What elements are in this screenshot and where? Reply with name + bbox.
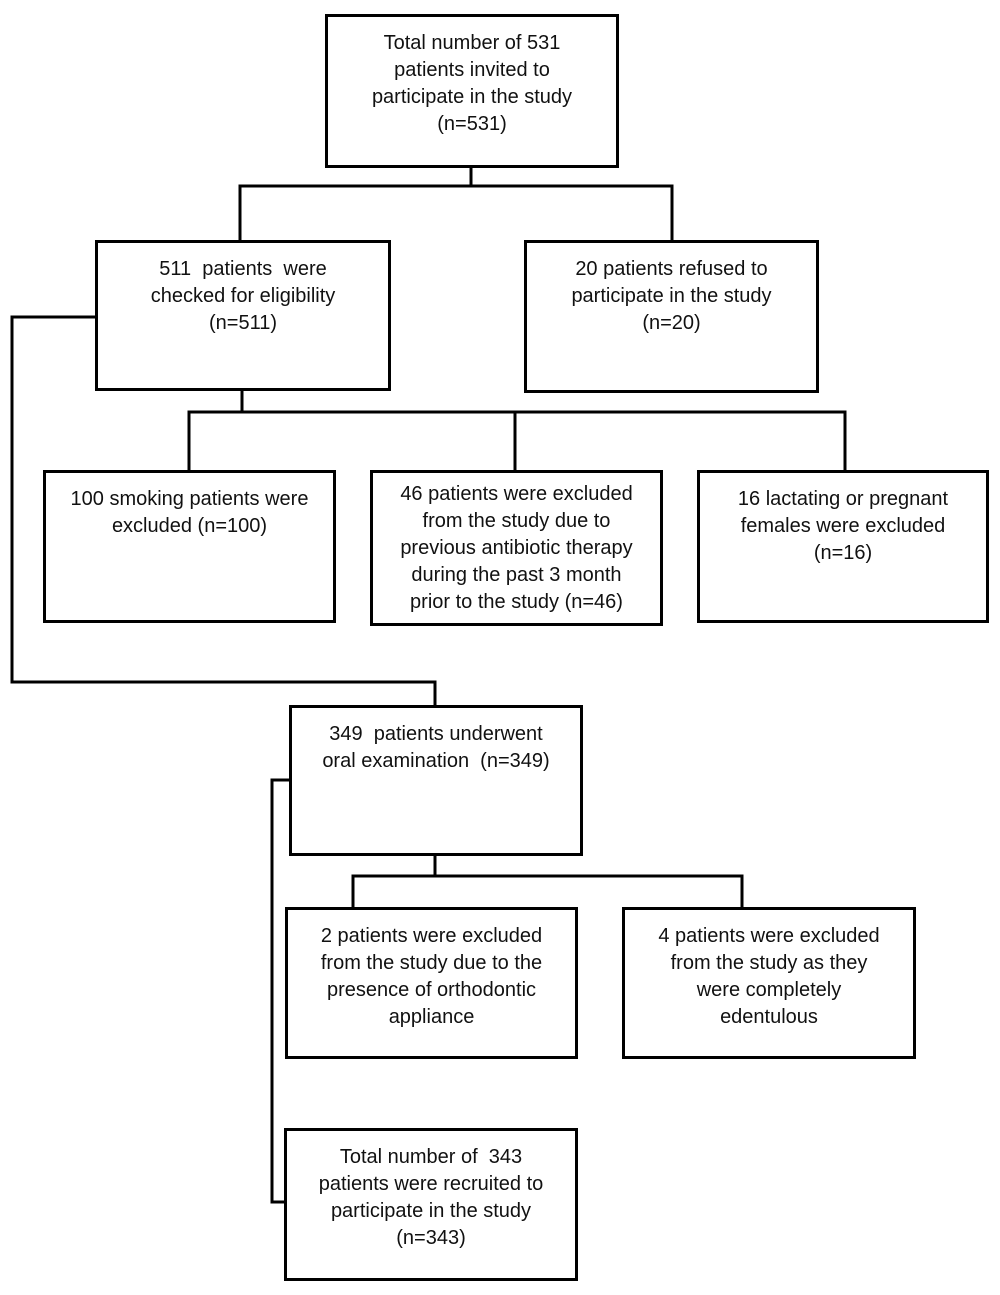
flow-box-pregnant-excluded: 16 lactating or pregnant females were ex… bbox=[697, 470, 989, 623]
connector-invited-split bbox=[238, 167, 674, 241]
connector-oral-exam-split bbox=[351, 855, 744, 908]
flow-box-eligibility: 511 patients were checked for eligibilit… bbox=[95, 240, 391, 391]
connector-oral-exam-to-recruited bbox=[270, 778, 291, 1204]
connector-eligibility-to-oral-exam bbox=[10, 315, 437, 707]
flow-box-smoking-excluded: 100 smoking patients were excluded (n=10… bbox=[43, 470, 336, 623]
flow-box-edentulous-excluded: 4 patients were excluded from the study … bbox=[622, 907, 916, 1059]
connector-eligibility-split bbox=[187, 390, 847, 471]
flow-box-recruited: Total number of 343 patients were recrui… bbox=[284, 1128, 578, 1281]
flow-box-antibiotic-excluded: 46 patients were excluded from the study… bbox=[370, 470, 663, 626]
flow-box-oral-examination: 349 patients underwent oral examination … bbox=[289, 705, 583, 856]
flow-box-orthodontic-excluded: 2 patients were excluded from the study … bbox=[285, 907, 578, 1059]
flow-box-total-invited: Total number of 531 patients invited to … bbox=[325, 14, 619, 168]
flow-box-refused: 20 patients refused to participate in th… bbox=[524, 240, 819, 393]
